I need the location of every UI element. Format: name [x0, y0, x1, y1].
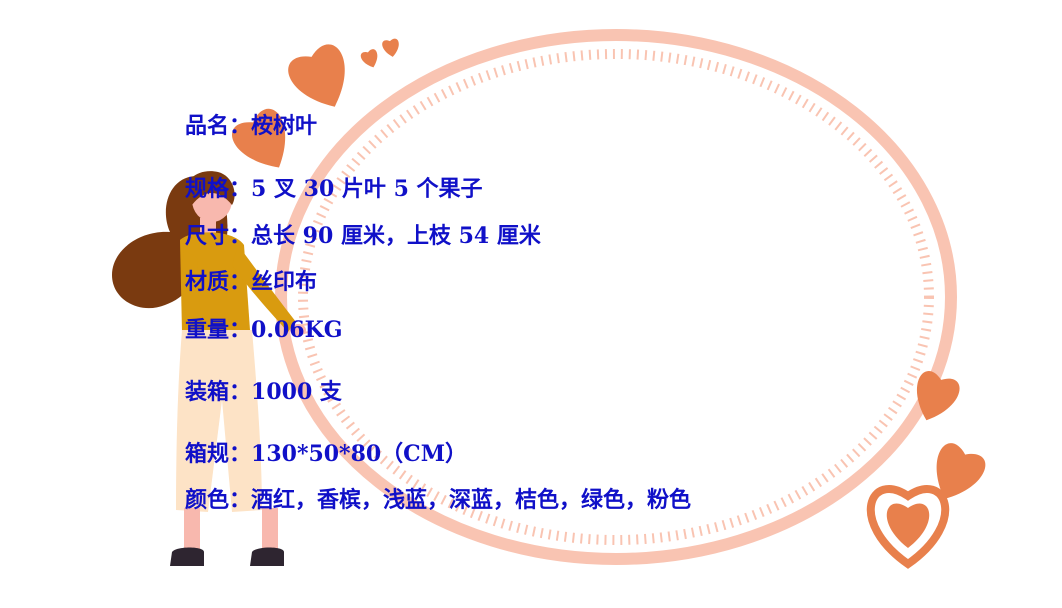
- spec-label: 品名：: [185, 113, 252, 139]
- oval-frame: [275, 29, 957, 565]
- heart-icon: [382, 38, 399, 57]
- spec-label: 重量：: [185, 317, 252, 343]
- spec-weight: 重量：0.06KG: [185, 316, 343, 344]
- spec-value: 5 叉 30 片叶 5 个果子: [251, 176, 483, 202]
- spec-packing: 装箱：1000 支: [185, 378, 342, 406]
- spec-carton-size: 箱规：130*50*80（CM）: [185, 440, 467, 468]
- spec-material: 材质：丝印布: [185, 268, 317, 296]
- spec-product-name: 品名：桉树叶: [185, 112, 317, 140]
- girl-figure: [112, 171, 306, 566]
- spec-label: 颜色：: [185, 487, 252, 513]
- heart-icon: [231, 108, 286, 168]
- spec-value: 130*50*80（CM）: [251, 441, 468, 467]
- spec-value: 丝印布: [251, 269, 318, 295]
- heart-icon: [917, 370, 960, 421]
- heart-icon: [936, 443, 986, 500]
- spec-size: 尺寸：总长 90 厘米，上枝 54 厘米: [185, 222, 541, 250]
- spec-value: 酒红，香槟，浅蓝，深蓝，桔色，绿色，粉色: [251, 487, 692, 513]
- spec-label: 材质：: [185, 269, 252, 295]
- heart-icon: [360, 49, 378, 68]
- spec-label: 规格：: [185, 176, 252, 202]
- heart-icon: [288, 44, 345, 107]
- spec-value: 桉树叶: [251, 113, 318, 139]
- spec-value: 0.06KG: [251, 317, 343, 343]
- spec-label: 装箱：: [185, 379, 252, 405]
- spec-colors: 颜色：酒红，香槟，浅蓝，深蓝，桔色，绿色，粉色: [185, 486, 691, 514]
- spec-value: 1000 支: [251, 379, 342, 405]
- spec-value: 总长 90 厘米，上枝 54 厘米: [251, 223, 541, 249]
- spec-label: 箱规：: [185, 441, 252, 467]
- spec-label: 尺寸：: [185, 223, 252, 249]
- spec-specification: 规格：5 叉 30 片叶 5 个果子: [185, 175, 483, 203]
- heart-outline-icon: [866, 485, 950, 569]
